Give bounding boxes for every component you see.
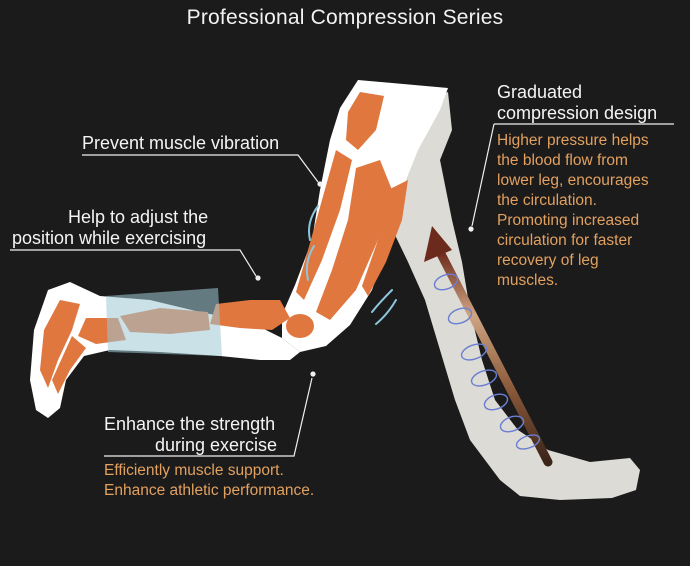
callout-adjust-line2: position while exercising — [12, 228, 207, 248]
graduated-desc-line: the blood flow from — [497, 152, 628, 169]
callout-strength-line2: during exercise — [155, 435, 278, 455]
callout-strength-line1: Enhance the strength — [104, 414, 276, 434]
page-title: Professional Compression Series — [186, 6, 504, 29]
graduated-desc-line: recovery of leg — [497, 252, 599, 269]
graduated-desc-line: the circulation. — [497, 192, 597, 209]
back-leg — [395, 92, 640, 500]
graduated-desc-line: Higher pressure helps — [497, 132, 649, 149]
callout-adjust-line1: Help to adjust the — [68, 207, 209, 227]
graduated-desc-line: lower leg, encourages — [497, 172, 649, 189]
strength-desc-line: Efficiently muscle support. — [104, 462, 284, 479]
front-leg — [30, 80, 448, 418]
graduated-desc-line: circulation for faster — [497, 232, 633, 249]
callout-graduated-line1: Graduated — [497, 82, 583, 102]
leader-lines — [10, 123, 674, 457]
callout-graduated-line2: compression design — [497, 103, 658, 123]
graduated-desc-line: Promoting increased — [497, 212, 640, 229]
graduated-description: Higher pressure helps the blood flow fro… — [497, 131, 649, 291]
strength-description: Efficiently muscle support. Enhance athl… — [104, 461, 314, 501]
graduated-desc-line: muscles. — [497, 272, 559, 289]
strength-desc-line: Enhance athletic performance. — [104, 482, 315, 499]
callout-prevent-vibration: Prevent muscle vibration — [82, 133, 280, 153]
